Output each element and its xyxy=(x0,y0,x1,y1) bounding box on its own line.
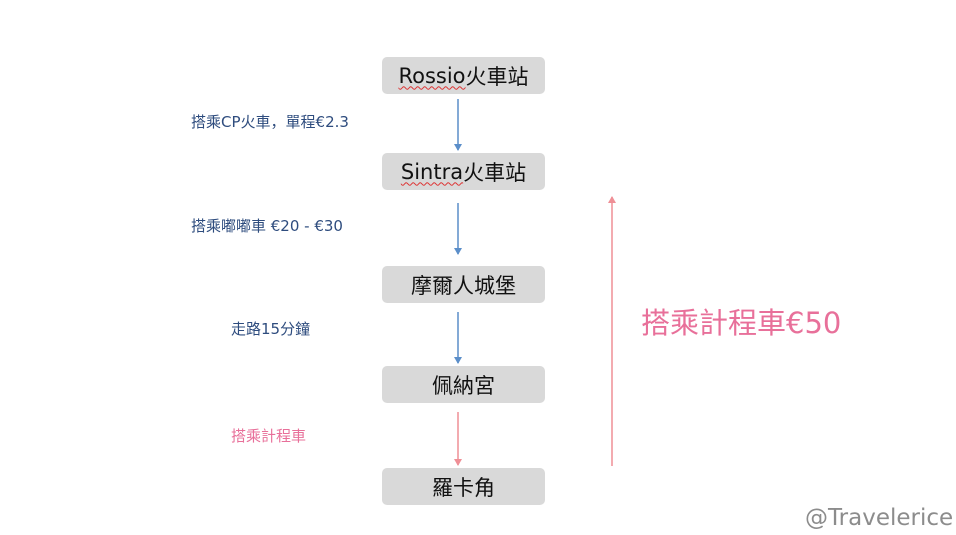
step-label-cp-train: 搭乘CP火車，單程€2.3 xyxy=(191,113,349,131)
step-label-taxi: 搭乘計程車 xyxy=(231,427,307,445)
node-cabo-da-roca: 羅卡角 xyxy=(382,468,545,505)
node-sintra-name: Sintra xyxy=(400,159,464,184)
node-castle-name: 摩爾人城堡 xyxy=(411,273,516,298)
watermark: @Travelerice xyxy=(805,505,954,531)
node-roca-name: 羅卡角 xyxy=(432,475,495,500)
node-sintra-suffix: 火車站 xyxy=(463,160,527,185)
node-moorish-castle: 摩爾人城堡 xyxy=(382,266,545,303)
shortcut-taxi-label: 搭乘計程車€50 xyxy=(641,306,842,340)
node-rossio-suffix: 火車站 xyxy=(465,64,529,89)
node-rossio-name: Rossio xyxy=(398,63,466,88)
node-pena-name: 佩納宮 xyxy=(432,373,495,398)
step-label-tuktuk: 搭乘嘟嘟車 €20 - €30 xyxy=(191,217,343,235)
step-label-walk: 走路15分鐘 xyxy=(231,320,311,338)
node-pena-palace: 佩納宮 xyxy=(382,366,545,403)
